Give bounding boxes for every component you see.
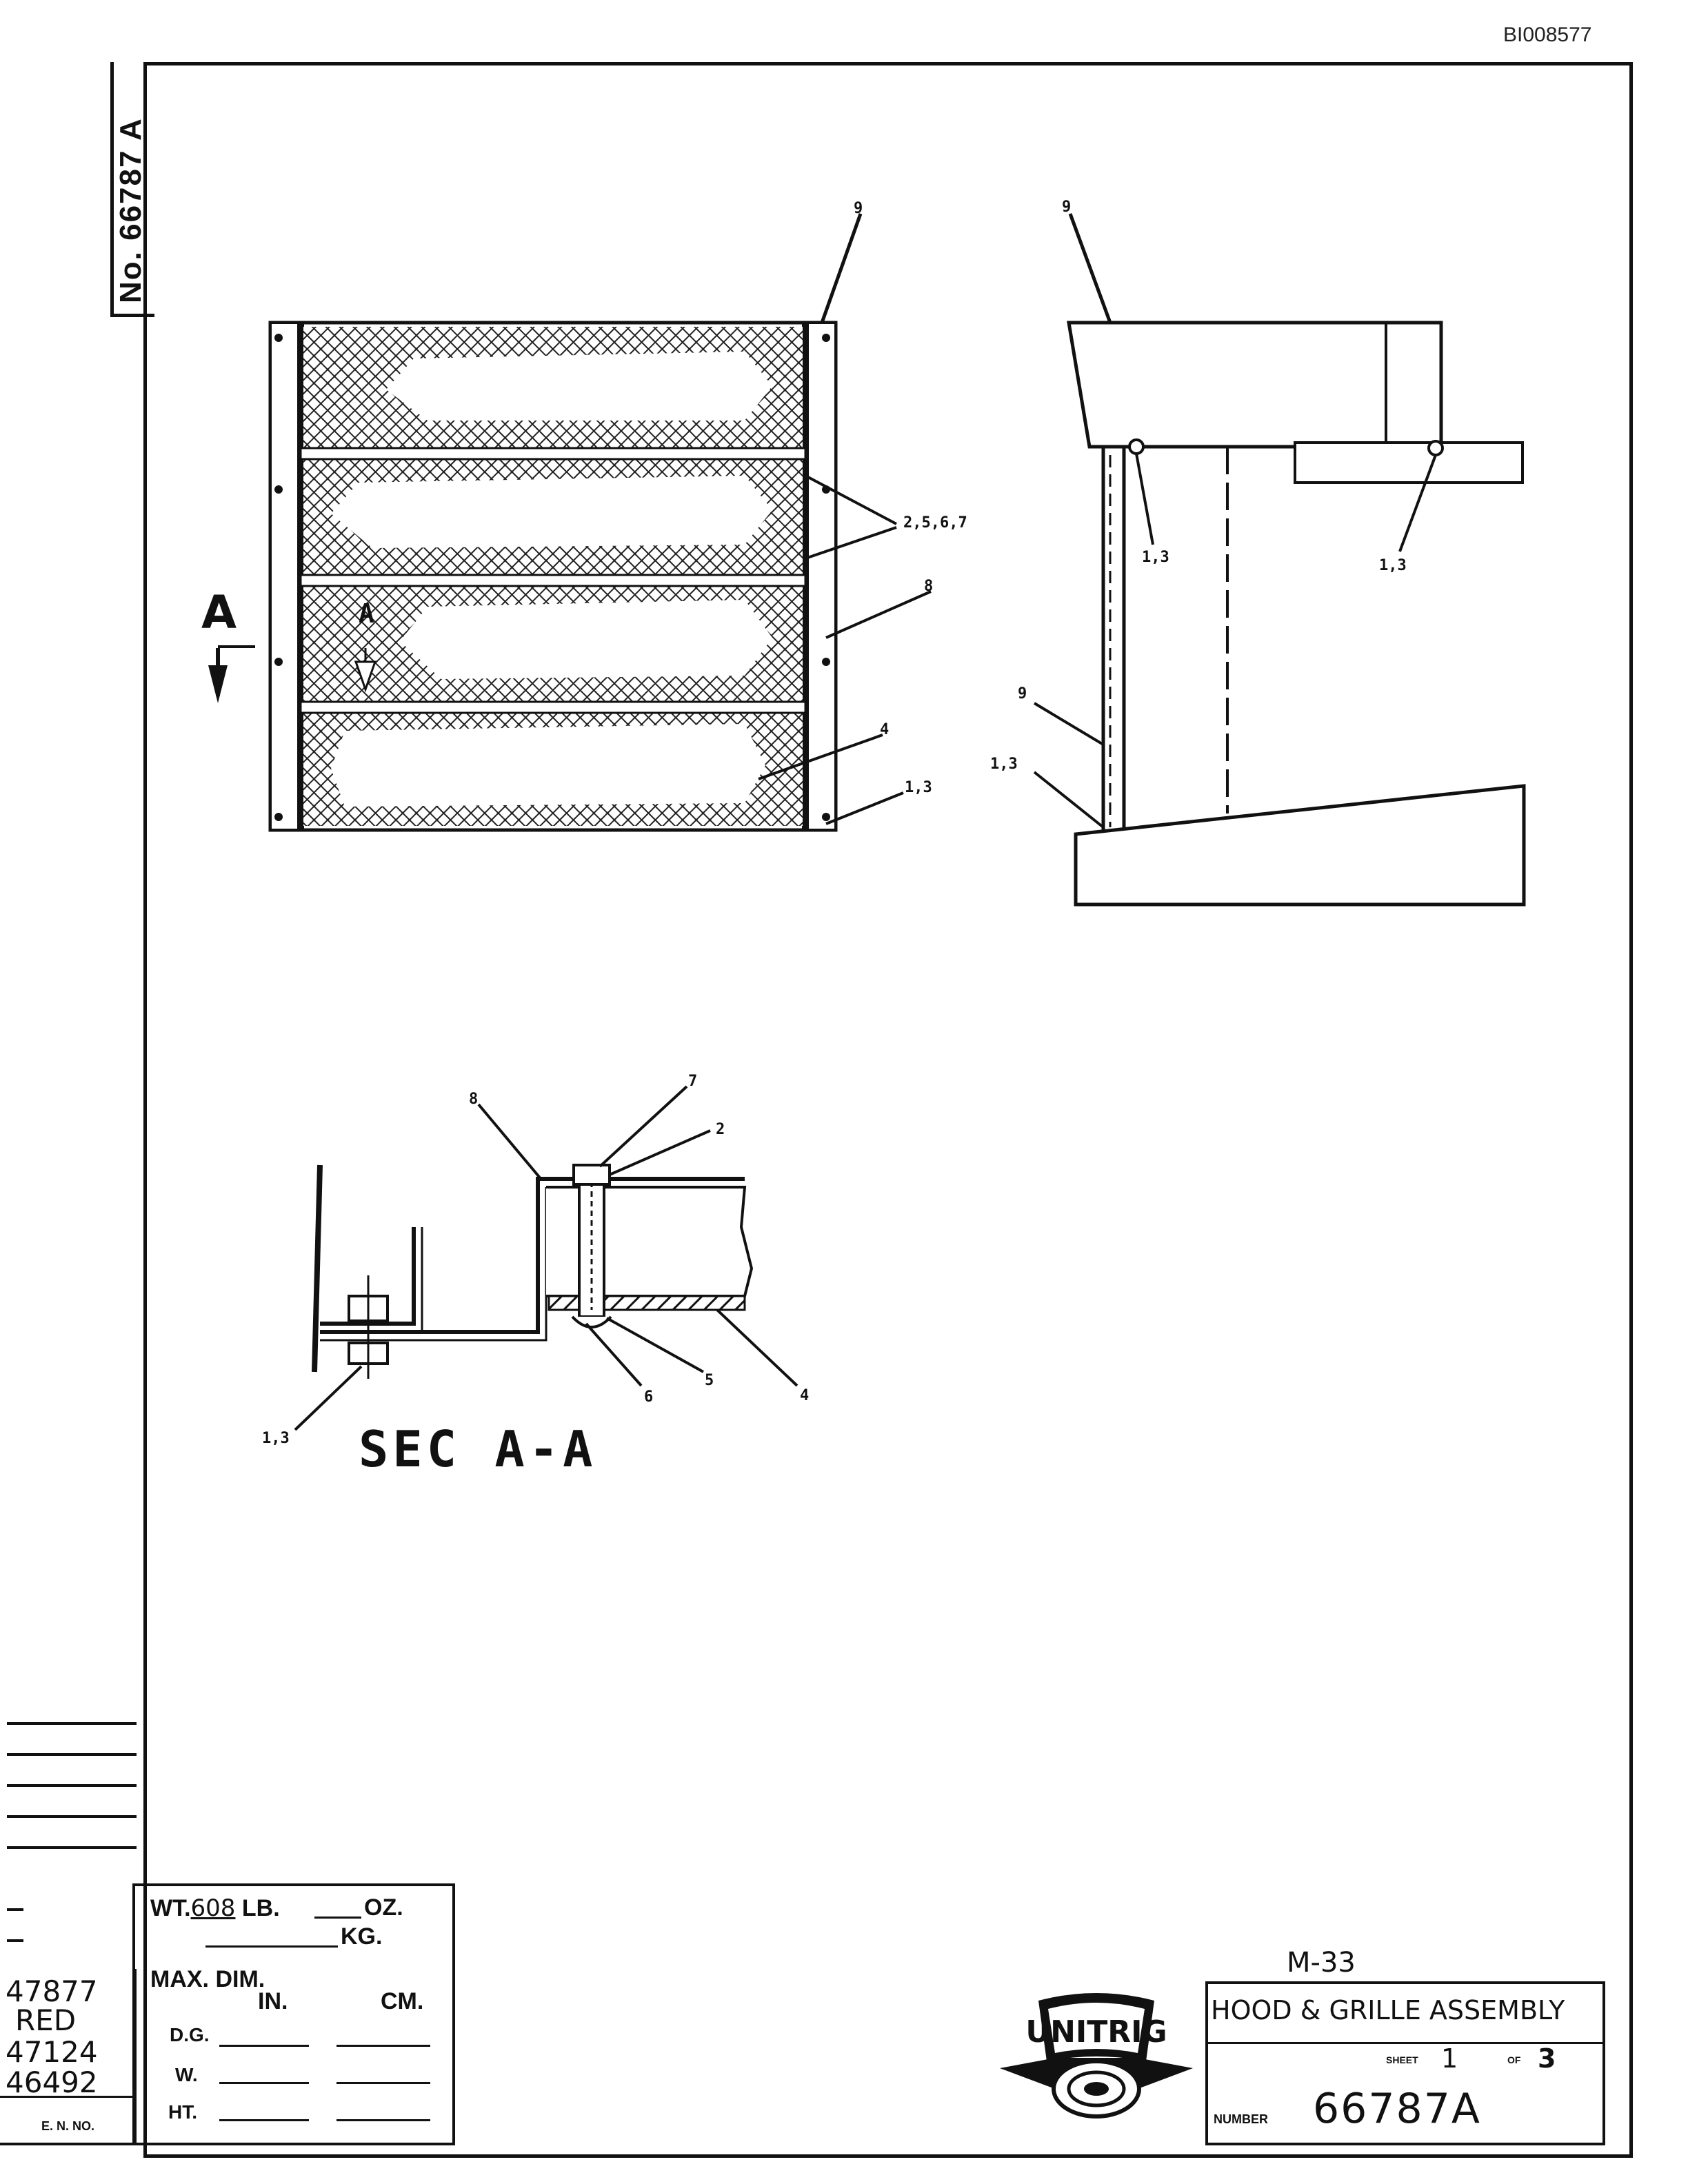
ecn-row-3: 47124 <box>6 2035 98 2069</box>
max-dim-in: IN. <box>258 1988 288 2014</box>
callout-front-8: 8 <box>924 578 934 595</box>
dim-ht-cm <box>336 2119 430 2121</box>
sheet-number: 1 <box>1441 2043 1458 2074</box>
callout-sec-6: 6 <box>644 1388 654 1406</box>
number-label: NUMBER <box>1214 2112 1268 2126</box>
weight-prefix: WT. <box>150 1895 191 1921</box>
sheet-label: SHEET <box>1386 2054 1418 2065</box>
kg-blank <box>205 1945 338 1948</box>
callout-side-9-top: 9 <box>1062 199 1072 216</box>
unitrig-logo: UNITRIG <box>1000 1993 1193 2119</box>
max-dim-cm: CM. <box>381 1988 424 2014</box>
logo-text: UNITRIG <box>1025 2014 1167 2050</box>
section-a-a <box>294 1085 798 1431</box>
ecn-row-4: 46492 <box>6 2065 98 2099</box>
callout-sec-8: 8 <box>469 1091 479 1108</box>
callout-side-13-a: 1,3 <box>1142 549 1169 566</box>
ecn-label: E. N. NO. <box>41 2119 95 2133</box>
callout-side-13-c: 1,3 <box>990 756 1018 773</box>
weight-kg: KG. <box>341 1923 383 1950</box>
ecn-row-1: 47877 <box>6 1974 98 2008</box>
dim-ht-in <box>219 2119 309 2121</box>
callout-sec-7: 7 <box>688 1073 698 1090</box>
title-box <box>1205 1981 1605 2145</box>
drawing-frame <box>143 62 1633 2158</box>
dim-dg-label: D.G. <box>170 2024 210 2045</box>
callout-sec-2: 2 <box>716 1121 725 1138</box>
weight-oz: OZ. <box>364 1894 403 1921</box>
section-arrow-label: A <box>201 586 237 639</box>
section-label: SEC A-A <box>359 1420 597 1478</box>
inner-section-label: A <box>359 598 374 629</box>
revision-lines <box>7 1722 137 1942</box>
document-id: BI008577 <box>1503 23 1592 46</box>
drawing-number: 66787A <box>1313 2085 1481 2133</box>
callout-side-9-mid: 9 <box>1018 685 1027 702</box>
max-dim-label: MAX. DIM. <box>150 1966 265 1992</box>
ecn-box <box>0 1969 137 2145</box>
dim-ht-label: HT. <box>168 2101 197 2123</box>
title-divider <box>1208 2042 1602 2044</box>
callout-sec-5: 5 <box>705 1372 714 1389</box>
callout-side-13-b: 1,3 <box>1379 557 1407 574</box>
corner-tab <box>110 62 154 317</box>
callout-front-13: 1,3 <box>905 779 932 796</box>
callout-front-4: 4 <box>880 721 890 738</box>
drawing-title: HOOD & GRILLE ASSEMBLY <box>1211 1995 1565 2025</box>
callout-front-9: 9 <box>854 200 863 217</box>
side-view <box>1033 213 1526 907</box>
ecn-row-2: RED <box>15 2003 77 2037</box>
front-view-grille <box>208 213 932 832</box>
dim-w-label: W. <box>175 2064 198 2085</box>
callout-front-2567: 2,5,6,7 <box>903 514 967 532</box>
dim-w-in <box>219 2082 309 2084</box>
callout-sec-4: 4 <box>800 1387 810 1404</box>
oz-blank <box>314 1917 361 1919</box>
sheet-total: 3 <box>1538 2043 1556 2074</box>
ecn-divider <box>0 2096 135 2098</box>
weight-lb: LB. <box>241 1895 280 1921</box>
dim-dg-in <box>219 2045 309 2047</box>
dim-dg-cm <box>336 2045 430 2047</box>
model-number: M-33 <box>1287 1947 1356 1979</box>
sheet-of-label: OF <box>1507 2054 1521 2065</box>
weight-value: 608 <box>190 1894 236 1922</box>
callout-sec-13: 1,3 <box>262 1430 290 1447</box>
weight-row: WT.608 LB. <box>150 1894 280 1922</box>
dim-w-cm <box>336 2082 430 2084</box>
